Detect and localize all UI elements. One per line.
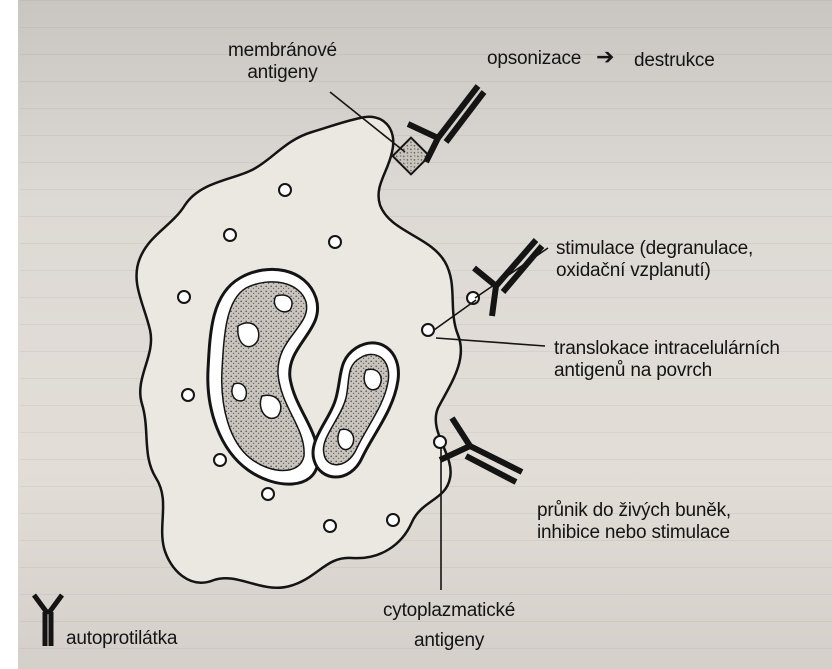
label-translocation: translokace intracelulárních antigenů na…	[554, 338, 780, 382]
label-opsonization: opsonizace	[487, 48, 581, 70]
membrane-antigen	[393, 138, 430, 175]
cell-membrane	[137, 117, 461, 588]
antibody-stimulation	[474, 240, 542, 316]
label-destruction: destrukce	[634, 50, 715, 72]
label-membrane-antigens: membránové antigeny	[228, 40, 337, 84]
arrow-right-icon: ➔	[596, 46, 614, 68]
legend-antibody-icon	[34, 595, 62, 646]
legend-label-autoantibody: autoprotilátka	[66, 628, 177, 650]
label-stimulation: stimulace (degranulace, oxidační vzplanu…	[556, 238, 753, 282]
label-cytoplasmic-antigens: cytoplazmatické antigeny	[383, 600, 515, 652]
label-penetration: průnik do živých buněk, inhibice nebo st…	[537, 500, 731, 544]
antibody-penetration	[440, 418, 522, 482]
